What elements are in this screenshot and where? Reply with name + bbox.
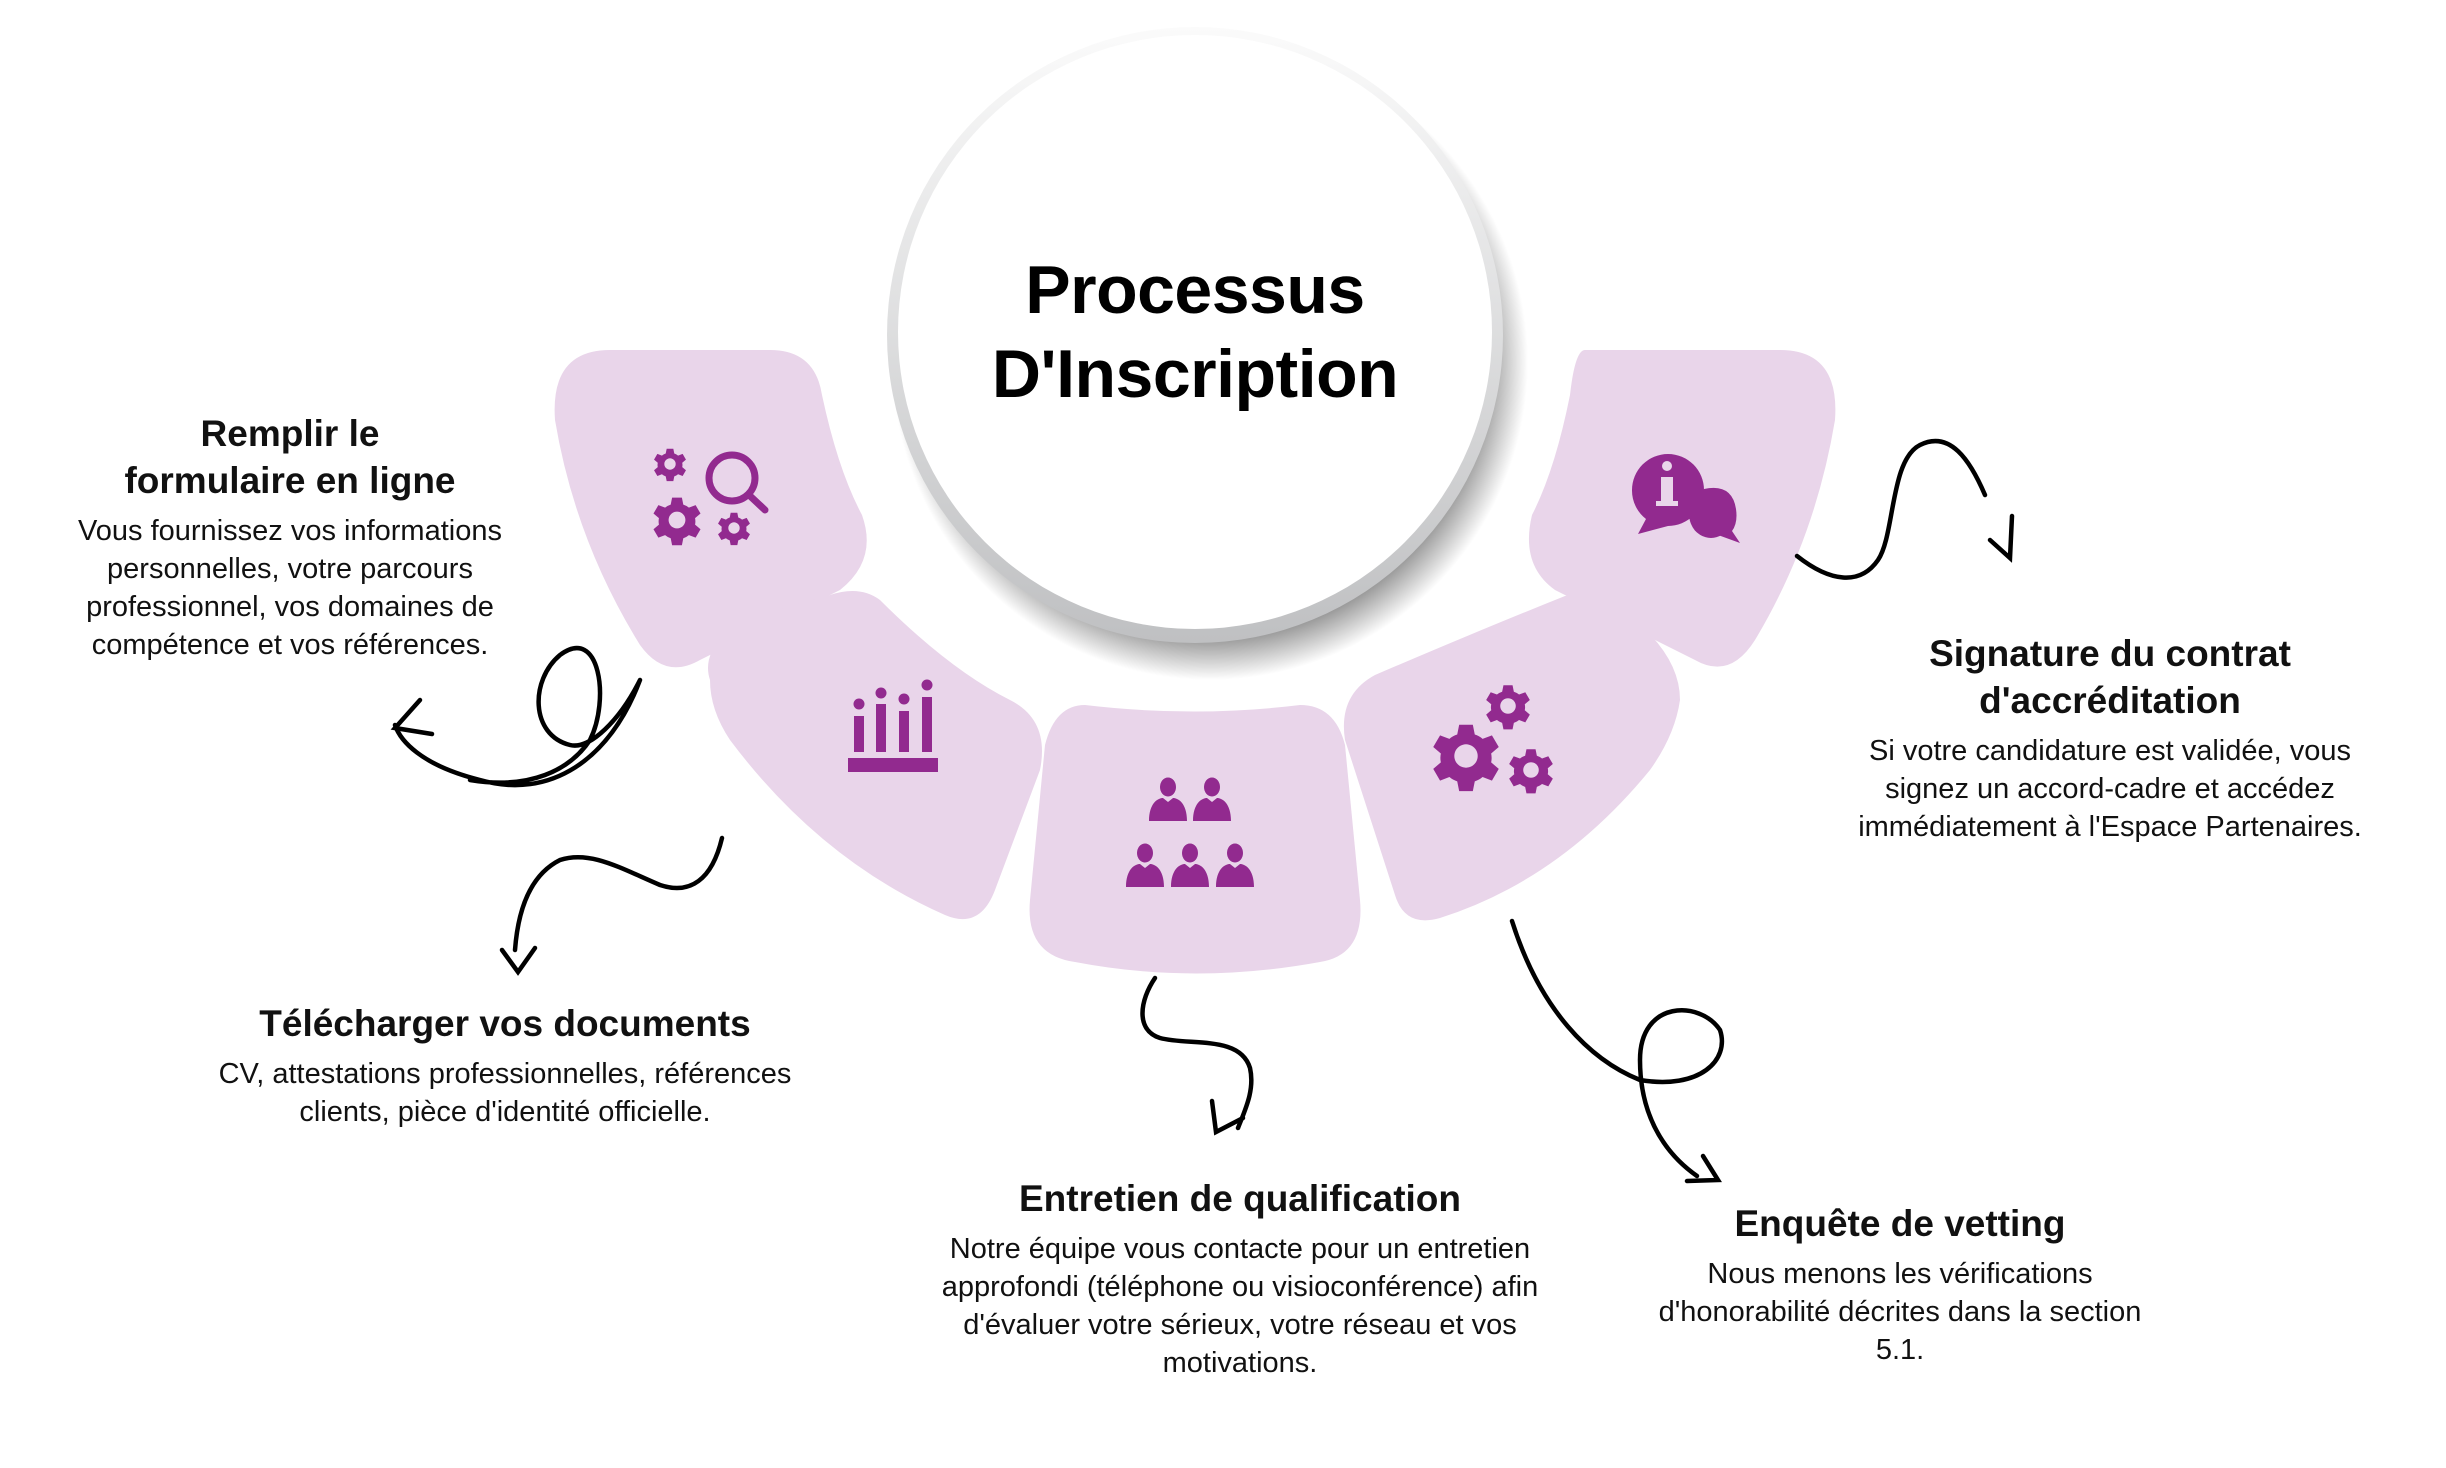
- gears-search-icon: [653, 448, 769, 546]
- card-step-4: [1343, 593, 1680, 921]
- step-1-title-line-1: Remplir le: [200, 413, 380, 454]
- step-1: Remplir le formulaire en ligne Vous four…: [50, 410, 530, 664]
- step-1-title-line-2: formulaire en ligne: [124, 460, 456, 501]
- arrow-step-4: [1509, 918, 1724, 1184]
- step-3-description: Notre équipe vous contacte pour un entre…: [941, 1233, 1539, 1379]
- step-5: Signature du contrat d'accréditation Si …: [1850, 630, 2370, 846]
- step-1-description: Vous fournissez vos informations personn…: [78, 515, 502, 661]
- step-5-description: Si votre candidature est validée, vous s…: [1858, 735, 2362, 843]
- step-5-title-line-1: Signature du contrat: [1929, 633, 2291, 674]
- step-2-title: Télécharger vos documents: [259, 1003, 751, 1044]
- step-2: Télécharger vos documents CV, attestatio…: [215, 1000, 795, 1131]
- card-step-1: [554, 350, 867, 668]
- card-step-2: [708, 591, 1042, 920]
- bar-chart-icon: [848, 679, 938, 772]
- step-3: Entretien de qualification Notre équipe …: [940, 1175, 1540, 1382]
- title-line-1: Processus: [1025, 252, 1365, 328]
- step-5-title-line-2: d'accréditation: [1979, 680, 2241, 721]
- arrow-step-3: [1140, 975, 1254, 1136]
- arrow-step-5: [1794, 438, 2015, 580]
- step-3-title: Entretien de qualification: [1019, 1178, 1461, 1219]
- step-4-description: Nous menons les vérifications d'honorabi…: [1658, 1258, 2142, 1366]
- page-title: Processus D'Inscription: [895, 248, 1495, 416]
- step-2-description: CV, attestations professionnelles, référ…: [218, 1058, 792, 1128]
- step-4-title: Enquête de vetting: [1734, 1203, 2066, 1244]
- title-circle: [887, 27, 1528, 680]
- info-chat-icon: [1631, 454, 1740, 543]
- arrow-step-2: [499, 835, 725, 976]
- card-step-3: [1029, 705, 1361, 974]
- step-1-title: Remplir le formulaire en ligne: [50, 410, 530, 504]
- title-line-2: D'Inscription: [991, 336, 1399, 412]
- arrow-step-1: [390, 645, 643, 788]
- step-4: Enquête de vetting Nous menons les vérif…: [1640, 1200, 2160, 1369]
- step-5-title: Signature du contrat d'accréditation: [1850, 630, 2370, 724]
